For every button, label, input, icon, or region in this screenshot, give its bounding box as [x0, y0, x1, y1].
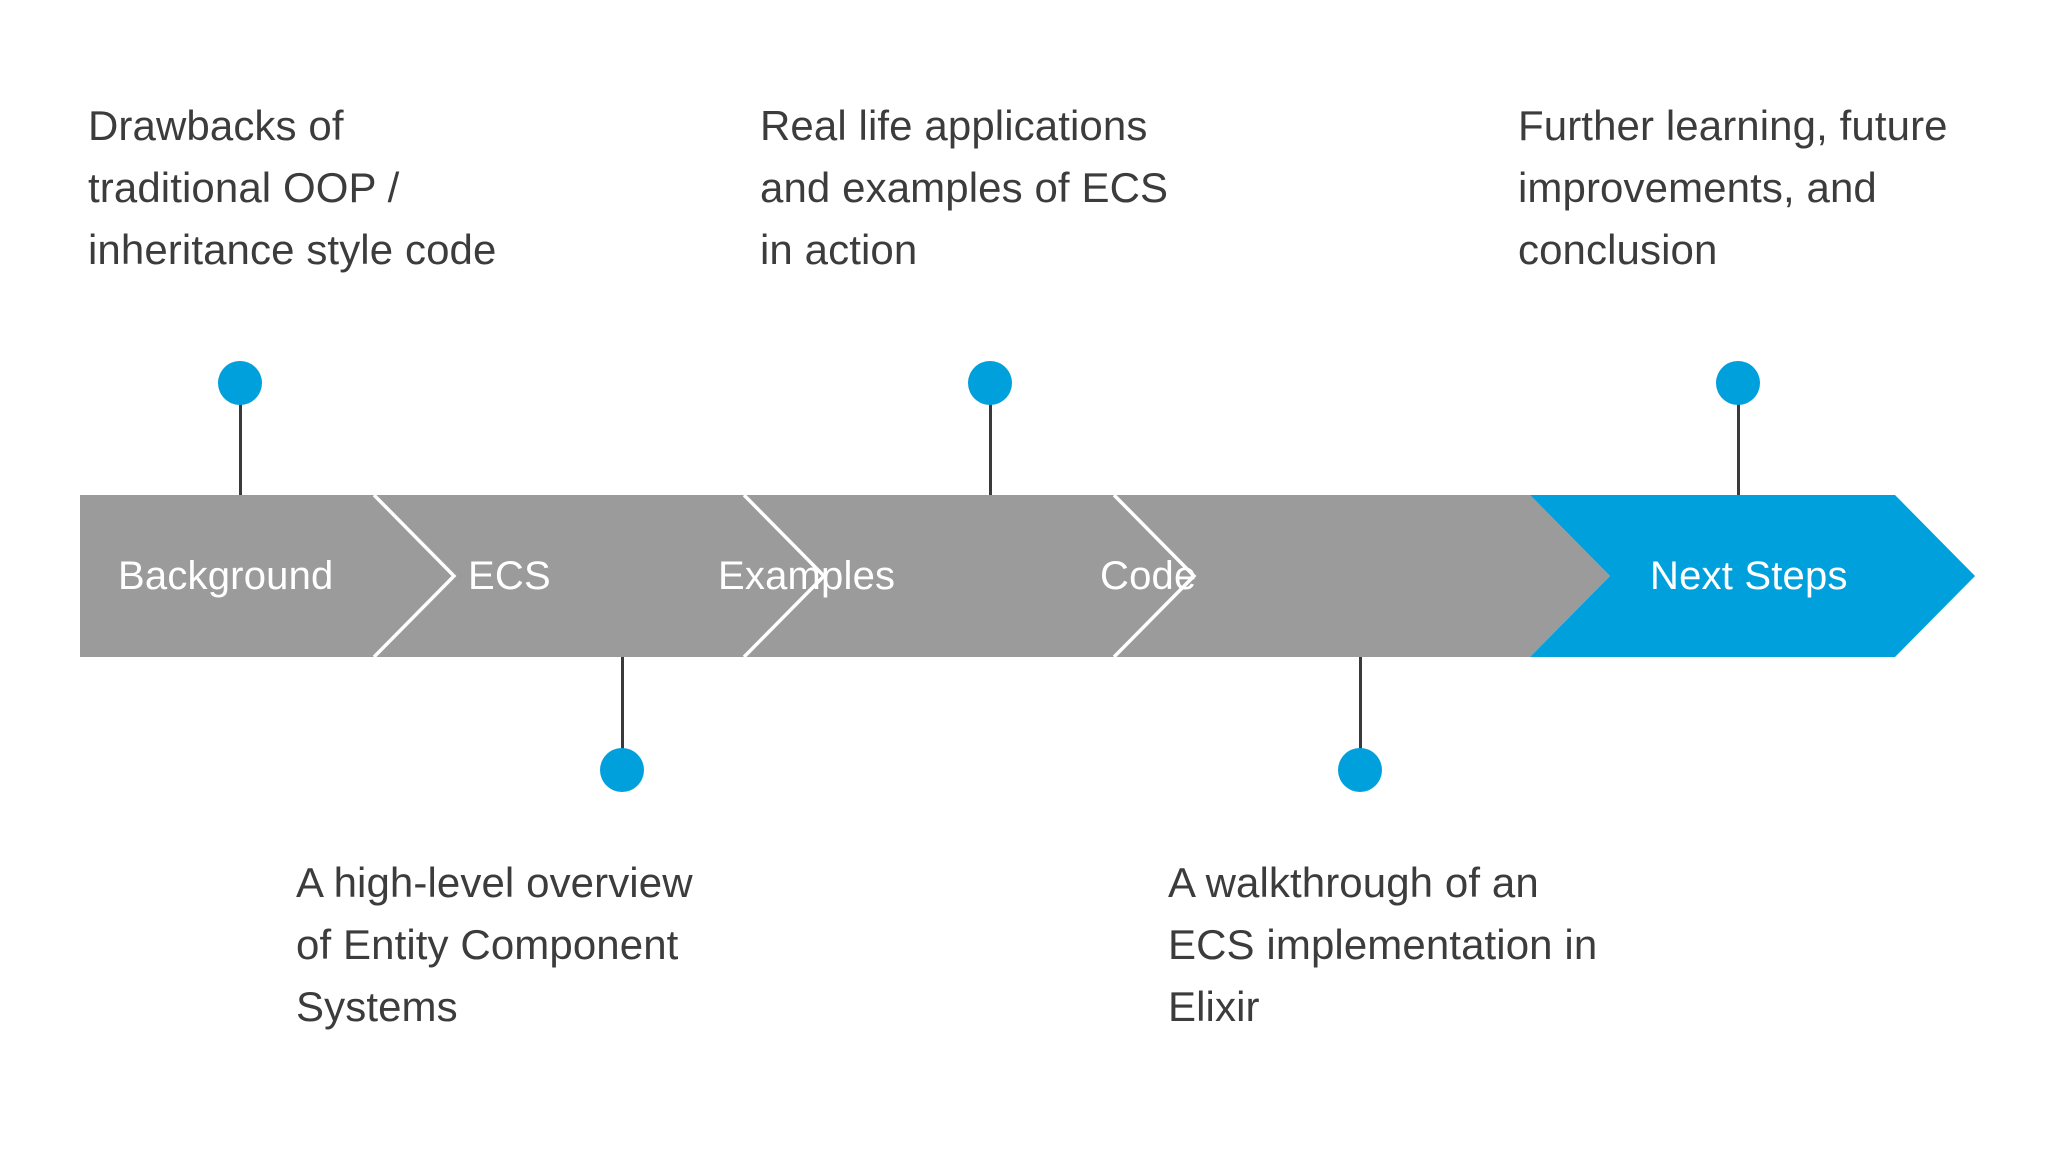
- segment-label-background[interactable]: Background: [118, 554, 334, 598]
- segment-label-examples[interactable]: Examples: [718, 554, 896, 598]
- segment-label-next-steps[interactable]: Next Steps: [1650, 554, 1848, 598]
- chevron-divider-3: [1112, 493, 1197, 659]
- timeline-dot-next-steps: [1716, 361, 1760, 405]
- connector-line-code: [1359, 654, 1362, 770]
- timeline-dot-code: [1338, 748, 1382, 792]
- chevron-divider-1: [372, 493, 457, 659]
- connector-line-examples: [989, 383, 992, 498]
- connector-line-ecs: [621, 654, 624, 770]
- chevron-divider-2: [742, 493, 827, 659]
- process-chevron-band: Background ECS Examples Code Next Steps: [80, 493, 1975, 659]
- chevron-segment-next-steps: [1530, 495, 1975, 657]
- chevron-band-svg: [80, 493, 1975, 659]
- connector-line-background: [239, 383, 242, 498]
- callout-examples: Real life applications and examples of E…: [760, 102, 1169, 273]
- callout-code: A walkthrough of an ECS implementation i…: [1168, 859, 1598, 1030]
- callout-next-steps: Further learning, future improvements, a…: [1518, 102, 1948, 273]
- timeline-dot-examples: [968, 361, 1012, 405]
- segment-label-ecs[interactable]: ECS: [468, 554, 551, 598]
- segment-label-code[interactable]: Code: [1100, 554, 1197, 598]
- timeline-dot-ecs: [600, 748, 644, 792]
- timeline-dot-background: [218, 361, 262, 405]
- connector-line-next-steps: [1737, 383, 1740, 498]
- callout-background: Drawbacks of traditional OOP / inheritan…: [88, 102, 497, 273]
- callout-ecs: A high-level overview of Entity Componen…: [296, 859, 693, 1030]
- chevron-segment-gray-body: [80, 495, 1610, 657]
